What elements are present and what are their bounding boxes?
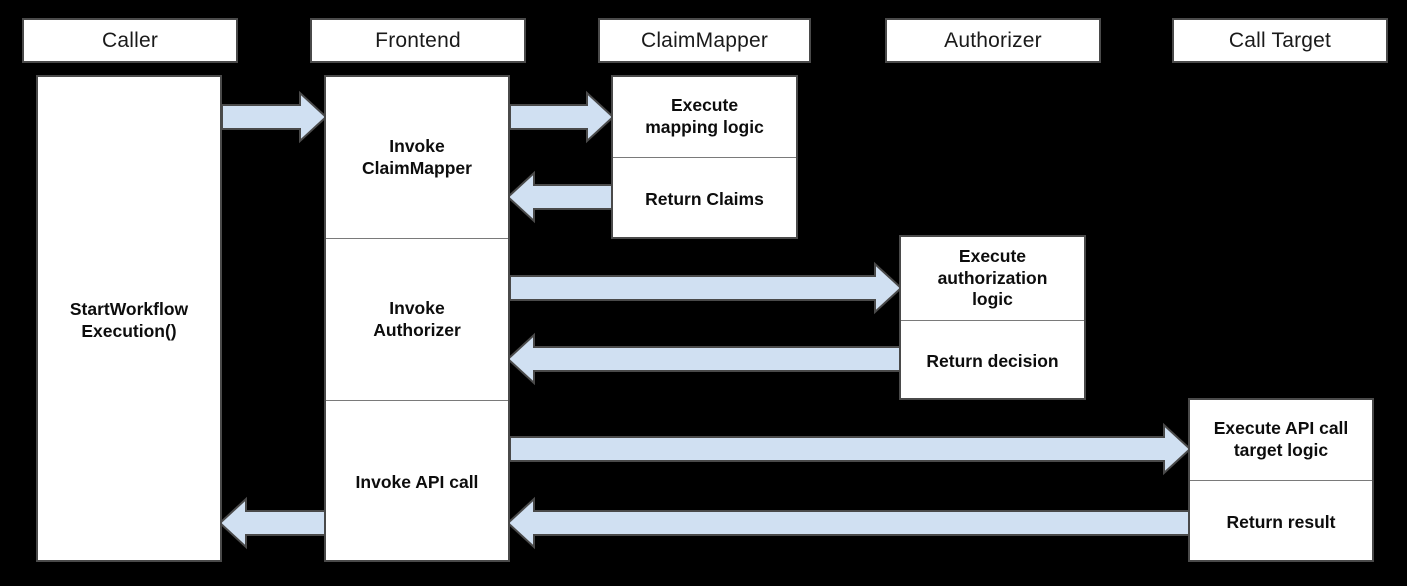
lifeline-header-calltarget[interactable]: Call Target	[1172, 18, 1388, 63]
activation-segment-label: Return decision	[926, 350, 1059, 371]
arrow-shape	[509, 90, 615, 144]
lifeline-header-label: Call Target	[1228, 28, 1332, 52]
message-arrow-frontend-to-claimmapper[interactable]	[509, 90, 615, 144]
arrow-shape	[506, 332, 902, 386]
arrow-shape	[509, 422, 1192, 476]
lifeline-header-claimmapper[interactable]: ClaimMapper	[598, 18, 811, 63]
activation-segment-return-decision[interactable]: Return decision	[901, 320, 1084, 402]
lifeline-header-label: Caller	[101, 28, 159, 52]
activation-segment-invoke-api-call[interactable]: Invoke API call	[326, 400, 508, 564]
arrow-shape	[221, 90, 328, 144]
lifeline-header-caller[interactable]: Caller	[22, 18, 238, 63]
lifeline-header-label: Authorizer	[944, 28, 1042, 52]
lifeline-header-authorizer[interactable]: Authorizer	[885, 18, 1101, 63]
arrow-shape	[509, 261, 903, 315]
message-arrow-frontend-to-calltarget[interactable]	[509, 422, 1192, 476]
message-arrow-claimmapper-to-frontend[interactable]	[506, 170, 614, 224]
message-arrow-frontend-to-caller[interactable]	[218, 496, 327, 550]
lifeline-header-label: Frontend	[375, 28, 461, 52]
lifeline-header-frontend[interactable]: Frontend	[310, 18, 526, 63]
activation-segment-return-claims[interactable]: Return Claims	[613, 157, 796, 241]
activation-segment-label: Invoke API call	[355, 471, 479, 492]
arrow-shape	[506, 496, 1191, 550]
message-arrow-frontend-to-authorizer[interactable]	[509, 261, 903, 315]
message-arrow-calltarget-to-frontend[interactable]	[506, 496, 1191, 550]
message-arrow-authorizer-to-frontend[interactable]	[506, 332, 902, 386]
activation-segment-label: Return Claims	[645, 188, 764, 209]
arrow-shape	[506, 170, 614, 224]
activation-segment-label: Return result	[1226, 511, 1336, 532]
arrow-shape	[218, 496, 327, 550]
message-arrow-caller-to-frontend[interactable]	[221, 90, 328, 144]
activation-segment-return-result[interactable]: Return result	[1190, 480, 1372, 564]
lifeline-header-label: ClaimMapper	[640, 28, 769, 52]
